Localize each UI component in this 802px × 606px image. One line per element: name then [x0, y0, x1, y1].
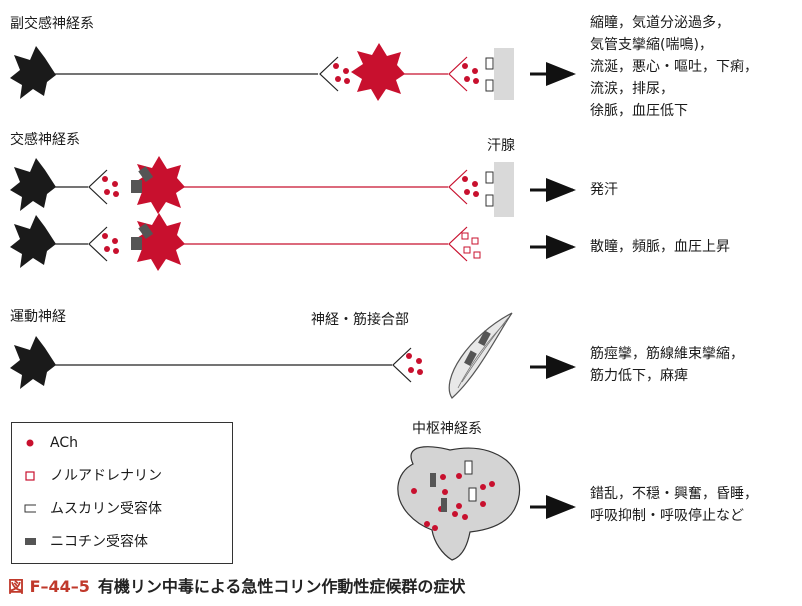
- effect-line: 筋痙攣，筋線維束攣縮，: [590, 346, 744, 362]
- label-sympathetic: 交感神経系: [10, 132, 80, 148]
- muscarinic-receptor: [485, 79, 494, 92]
- skeletal-muscle: [448, 312, 513, 399]
- effect-line: 流涎，悪心・嘔吐，下痢，: [590, 59, 758, 75]
- effect-line: 筋力低下，麻痺: [590, 368, 688, 384]
- nicotinic-receptor: [478, 330, 491, 347]
- noradrenaline-square-icon: [25, 471, 35, 481]
- ach-vesicles: [333, 63, 350, 84]
- label-motor: 運動神経: [10, 309, 66, 325]
- nicotinic-receptor: [131, 180, 142, 193]
- legend-label: ノルアドレナリン: [50, 468, 162, 484]
- muscarinic-receptor: [464, 460, 473, 475]
- legend-label: ムスカリン受容体: [50, 501, 162, 517]
- effects-cns: 錯乱，不穏・興奮，昏睡， 呼吸抑制・呼吸停止など: [590, 483, 758, 527]
- ach-vesicles: [406, 353, 423, 375]
- muscarinic-receptor: [485, 171, 494, 184]
- effects-parasympathetic: 縮瞳，気道分泌過多， 気管支攣縮(喘鳴)， 流涎，悪心・嘔吐，下痢， 流涙，排尿…: [590, 12, 758, 122]
- effects-sweat: 発汗: [590, 179, 618, 201]
- effect-line: 錯乱，不穏・興奮，昏睡，: [590, 486, 758, 502]
- motor-neuron-body: [10, 336, 56, 389]
- nicotinic-receptor-icon: [25, 538, 36, 545]
- label-nmj: 神経・筋接合部: [311, 312, 409, 328]
- figure-number: 図 F–44–5: [8, 577, 90, 596]
- motor-pathway: [10, 312, 576, 399]
- effects-sympathetic: 散瞳，頻脈，血圧上昇: [590, 236, 730, 258]
- label-cns: 中枢神経系: [412, 421, 482, 437]
- ach-dot-icon: [26, 439, 34, 447]
- muscarinic-receptor: [485, 57, 494, 70]
- ach-vesicles: [462, 176, 479, 197]
- cns-brain: [397, 446, 576, 561]
- sympathetic-noradrenergic-pathway: [10, 213, 576, 271]
- postganglionic-neuron-body: [351, 43, 405, 101]
- muscarinic-receptor-icon: [24, 504, 36, 513]
- effect-line: 発汗: [590, 182, 618, 198]
- preganglionic-neuron-body: [10, 46, 56, 99]
- effect-line: 散瞳，頻脈，血圧上昇: [590, 239, 730, 255]
- effect-line: 流涙，排尿，: [590, 81, 674, 97]
- legend-label: ニコチン受容体: [50, 534, 148, 550]
- effects-motor: 筋痙攣，筋線維束攣縮， 筋力低下，麻痺: [590, 343, 744, 387]
- parasympathetic-pathway: [10, 43, 576, 101]
- muscarinic-receptor: [485, 194, 494, 207]
- effect-line: 徐脈，血圧低下: [590, 103, 688, 119]
- noradrenaline-vesicles: [461, 232, 481, 259]
- sympathetic-sweat-pathway: [10, 156, 576, 217]
- effect-line: 呼吸抑制・呼吸停止など: [590, 508, 744, 524]
- sweat-gland-tissue: [494, 162, 514, 217]
- ach-vesicles: [462, 63, 479, 84]
- nicotinic-receptor: [138, 166, 154, 183]
- nicotinic-receptor: [441, 498, 447, 512]
- nicotinic-receptor: [430, 473, 436, 487]
- label-parasympathetic: 副交感神経系: [10, 16, 94, 32]
- ach-vesicles: [102, 233, 119, 254]
- target-tissue: [494, 48, 514, 100]
- nicotinic-receptor: [131, 237, 142, 250]
- effect-line: 縮瞳，気道分泌過多，: [590, 15, 730, 31]
- legend-box: ACh ノルアドレナリン ムスカリン受容体 ニコチン受容体: [11, 422, 233, 564]
- preganglionic-neuron-body: [10, 215, 56, 268]
- preganglionic-neuron-body: [10, 158, 56, 211]
- label-sweat-gland: 汗腺: [487, 138, 515, 154]
- nicotinic-receptor: [464, 350, 477, 367]
- figure-title: 有機リン中毒による急性コリン作動性症候群の症状: [97, 577, 466, 596]
- muscarinic-receptor: [468, 487, 477, 502]
- legend-label: ACh: [50, 435, 78, 451]
- ach-vesicles: [102, 176, 119, 197]
- effect-line: 気管支攣縮(喘鳴)，: [590, 37, 713, 53]
- figure-caption: 図 F–44–5 有機リン中毒による急性コリン作動性症候群の症状: [8, 576, 465, 598]
- nicotinic-receptor: [138, 223, 154, 240]
